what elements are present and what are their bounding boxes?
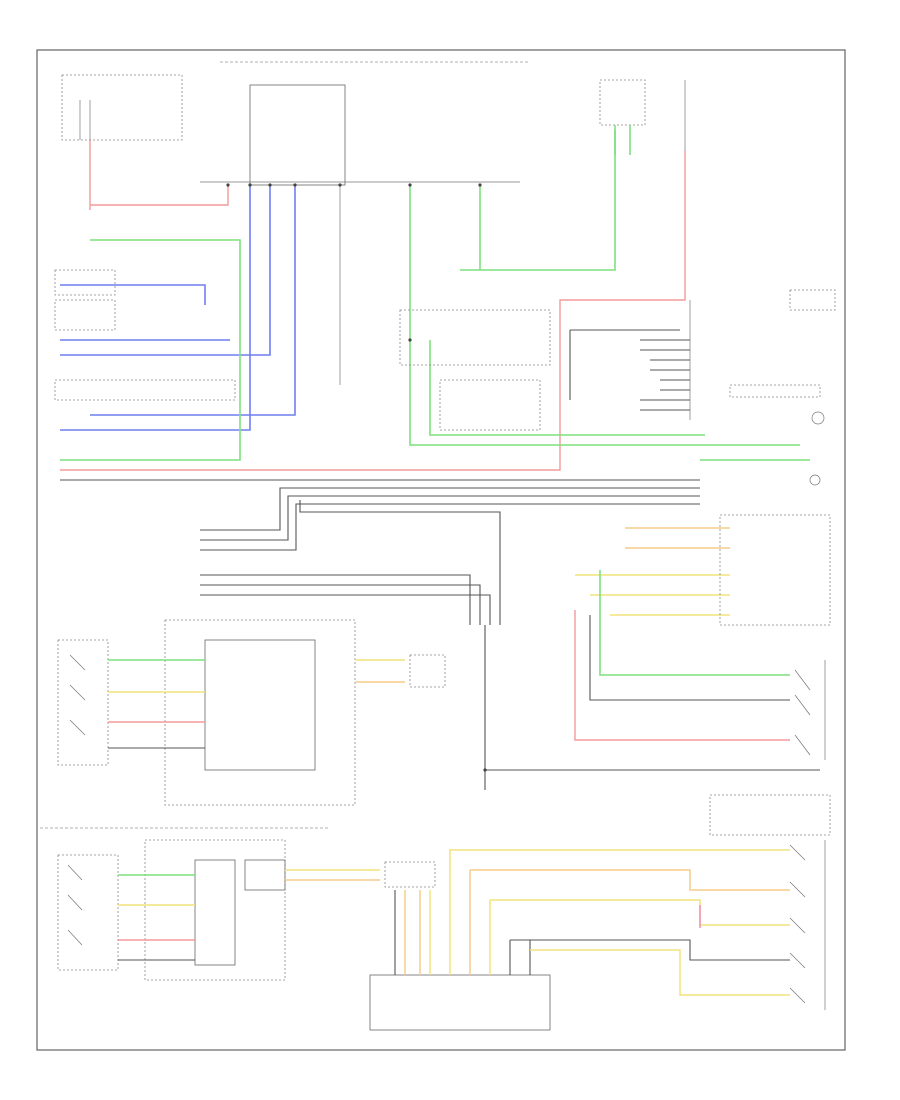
wire-yellow-bottom-right-4 xyxy=(530,949,790,996)
wire-orange-bottom-right-2 xyxy=(470,869,790,891)
range-switch-upper xyxy=(57,639,109,766)
wire-black-bottom-right xyxy=(510,939,790,961)
left-component-boxes xyxy=(54,269,236,401)
center-module-box xyxy=(399,309,551,366)
wire-blue-2 xyxy=(60,185,271,356)
junction-dots xyxy=(226,183,487,772)
wire-blue-3 xyxy=(90,185,296,416)
wire-blue-4 xyxy=(60,284,206,305)
switch-block-right xyxy=(719,514,831,760)
connector-tcm-out xyxy=(409,654,446,688)
wire-green-center-4 xyxy=(429,340,705,436)
center-lower-module-box xyxy=(439,379,541,431)
switch-block-bottom-right xyxy=(709,794,831,1010)
tcm-module-upper xyxy=(164,619,356,806)
fuse-block-top-left xyxy=(61,74,183,141)
wire-yellow-bottom-right-3 xyxy=(490,899,790,926)
component-top-right xyxy=(599,79,686,155)
wire-green-left-top xyxy=(60,239,241,461)
right-connector-stack xyxy=(569,300,691,420)
wire-green-right-loop xyxy=(599,570,790,676)
range-switch-lower xyxy=(57,854,119,971)
wire-black-right-loop xyxy=(589,615,790,701)
wire-bundle-black-center xyxy=(60,479,700,625)
diagram-frame xyxy=(36,49,846,1051)
component-far-right-upper xyxy=(729,289,836,486)
wire-red-horizontal xyxy=(90,185,229,206)
wire-blue-1 xyxy=(60,185,251,431)
wire-red-middle xyxy=(60,150,686,471)
connector-bottom-center xyxy=(369,870,551,1031)
wire-green-center-3 xyxy=(409,340,800,446)
splice-box-top xyxy=(249,84,346,186)
wire-green-center-2 xyxy=(460,130,616,271)
wire-red-right-loop xyxy=(574,610,790,741)
wire-yellow-bottom-right-1 xyxy=(449,849,790,870)
tcm-module-lower xyxy=(144,839,286,981)
connector-lower-center xyxy=(384,861,436,888)
